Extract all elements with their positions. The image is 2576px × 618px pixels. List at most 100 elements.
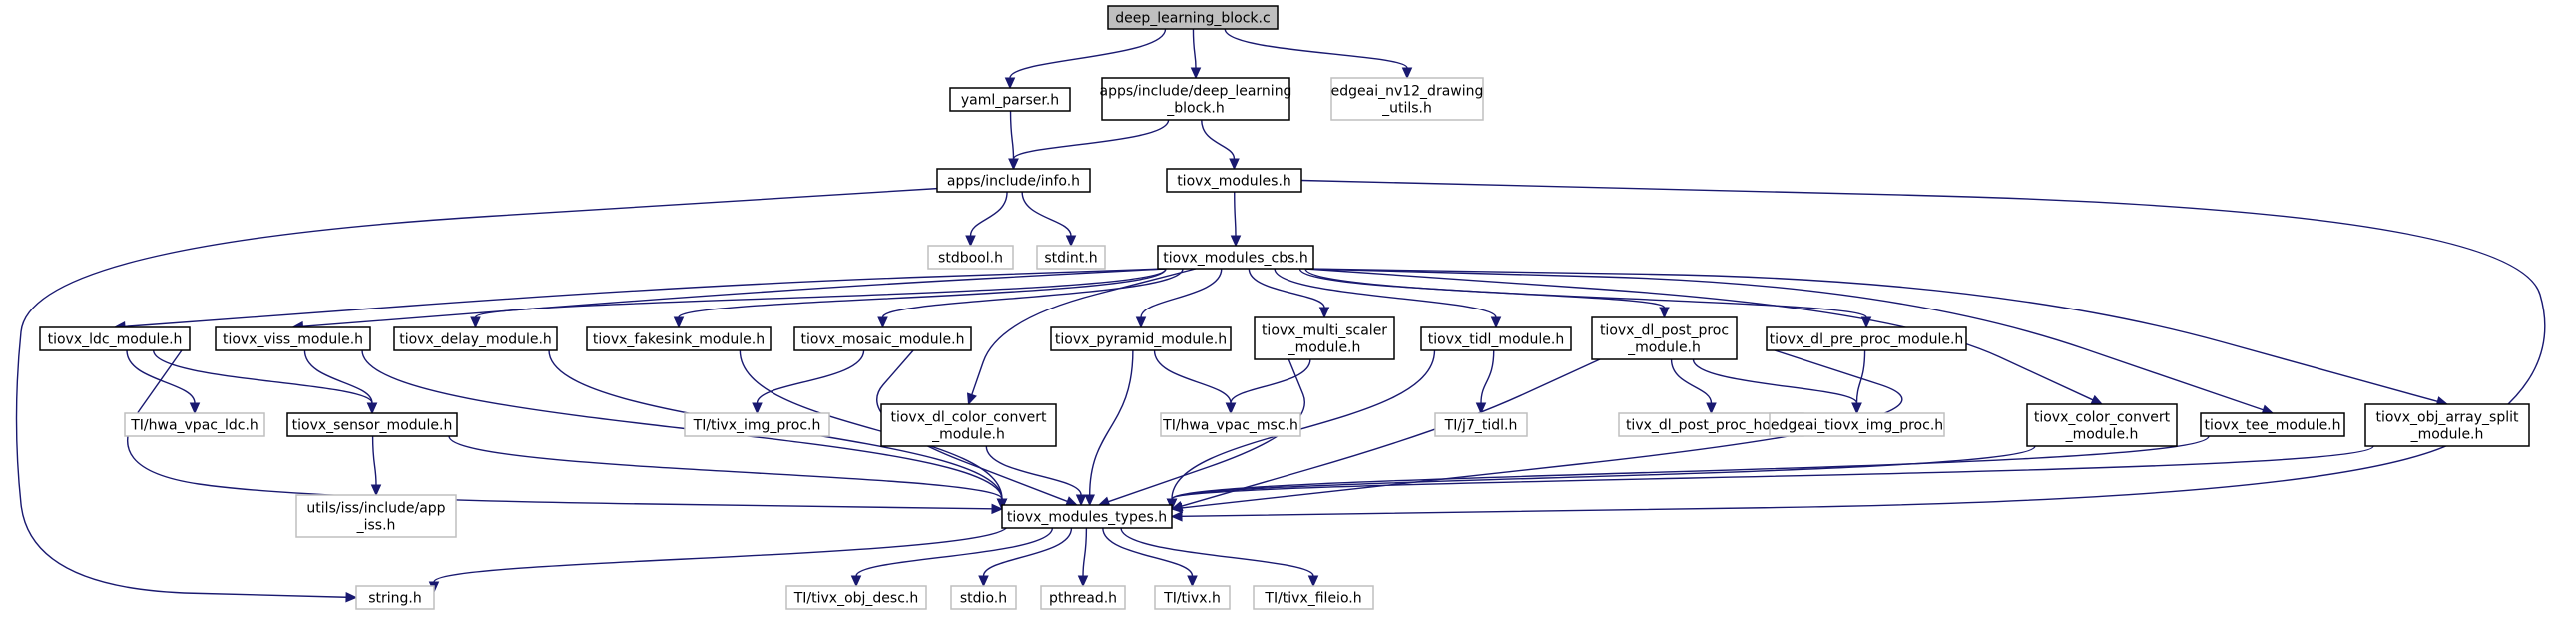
node-box [1769,412,1945,437]
node-tiovx-dl-post-proc-module-h[interactable]: tiovx_dl_post_proc_module.h [1591,316,1738,360]
edge-line [474,268,1167,318]
edge-line [1102,527,1194,577]
node-tiovx-sensor-module-h[interactable]: tiovx_sensor_module.h [286,412,458,437]
node-label: yaml_parser.h [961,93,1059,109]
edge-tiovx-sensor-module-h-to-tiovx-modules-types-h [448,435,1008,511]
node-tiovx-pyramid-module-h[interactable]: tiovx_pyramid_module.h [1050,326,1232,351]
node-box [949,87,1071,112]
edge-tiovx-viss-module-h-to-tiovx-sensor-module-h [303,349,378,415]
node-box [1050,326,1232,351]
node-yaml-parser-h[interactable]: yaml_parser.h [949,87,1071,112]
node-tiovx-dl-pre-proc-module-h[interactable]: tiovx_dl_pre_proc_module.h [1766,326,1967,351]
edge-tiovx-tee-module-h-to-tiovx-modules-types-h [1166,435,2210,511]
node-label: deep_learning_block.c [1115,11,1270,27]
edge-arrowhead [991,503,1004,515]
node-tiovx-modules-h[interactable]: tiovx_modules.h [1166,168,1302,193]
edge-tiovx-pyramid-module-h-to-ti-hwa-vpac-msc-h [1153,349,1237,415]
node-tiovx-delay-module-h[interactable]: tiovx_delay_module.h [393,326,558,351]
node-tiovx-viss-module-h[interactable]: tiovx_viss_module.h [215,326,371,351]
edge-line [448,435,1003,500]
node-edgeai-tiovx-img-proc-h: edgeai_tiovx_img_proc.h [1769,412,1945,437]
edge-line [302,268,1167,327]
node-box [1591,316,1738,360]
node-label: utils/iss/include/app [306,501,445,517]
edge-arrowhead [877,316,888,329]
edge-line [1274,268,1497,318]
node-label: tiovx_dl_color_convert [890,410,1047,426]
node-label: stdio.h [960,591,1007,607]
edge-line [1181,349,1903,509]
edge-line [739,349,1003,500]
edge-line [1670,358,1713,404]
edge-arrowhead [850,575,862,588]
node-apps-deep-learning-block-h[interactable]: apps/include/deep_learning_block.h [1100,77,1292,121]
node-box [39,326,191,351]
edge-line [1108,358,1305,503]
edge-arrowhead [1490,316,1502,329]
edge-line [1855,349,1866,404]
node-box [2364,403,2530,447]
node-label: tivx_dl_post_proc_host.h [1626,418,1797,434]
node-edgeai-nv12-drawing-utils-h: edgeai_nv12_drawing_utils.h [1330,77,1484,121]
node-box [1420,326,1572,351]
node-label: pthread.h [1049,591,1117,607]
node-label: tiovx_mosaic_module.h [801,332,965,348]
node-label: _module.h [2410,427,2484,443]
edge-line [985,445,1082,496]
node-box [1040,585,1126,610]
edge-deep-learning-block-c-to-apps-deep-learning-block-h [1190,28,1202,80]
edge-arrowhead [189,402,201,415]
node-ti-hwa-vpac-ldc-h: TI/hwa_vpac_ldc.h [124,412,265,437]
node-label: tiovx_modules_cbs.h [1163,251,1307,267]
node-tiovx-obj-array-split-module-h[interactable]: tiovx_obj_array_split_module.h [2364,403,2530,447]
node-label: apps/include/deep_learning [1100,84,1292,100]
node-stdint-h: stdint.h [1036,245,1106,270]
edge-apps-info-h-to-string-h [15,187,948,603]
edge-tiovx-dl-pre-proc-module-h-to-tiovx-modules-types-h [1170,349,1903,514]
edge-line [1153,349,1232,404]
node-tiovx-tee-module-h[interactable]: tiovx_tee_module.h [2200,412,2345,437]
edge-tiovx-ldc-module-h-to-ti-hwa-vpac-ldc-h [126,349,201,415]
node-box [286,412,458,437]
edge-line [1171,435,2210,500]
node-tiovx-multi-scaler-module-h[interactable]: tiovx_multi_scaler_module.h [1254,316,1395,360]
node-tiovx-ldc-module-h[interactable]: tiovx_ldc_module.h [39,326,191,351]
edge-tiovx-modules-types-h-to-ti-tivx-h [1102,527,1198,588]
node-label: TI/tivx_fileio.h [1264,591,1361,607]
node-tiovx-dl-color-convert-module-h[interactable]: tiovx_dl_color_convert_module.h [880,403,1057,447]
node-tiovx-tidl-module-h[interactable]: tiovx_tidl_module.h [1420,326,1572,351]
node-label: tiovx_ldc_module.h [48,332,183,348]
node-tiovx-color-convert-module-h[interactable]: tiovx_color_convert_module.h [2026,403,2178,447]
node-tiovx-modules-cbs-h[interactable]: tiovx_modules_cbs.h [1157,245,1314,270]
edge-tiovx-modules-cbs-h-to-tiovx-dl-color-convert-module-h [966,268,1197,406]
node-box [1166,168,1302,193]
edge-arrowhead [1084,494,1095,507]
node-label: tiovx_delay_module.h [399,332,552,348]
edge-line [1021,191,1072,237]
node-box [1253,585,1374,610]
node-box [215,326,371,351]
edge-line [881,268,1184,318]
edge-arrowhead [1170,511,1183,522]
node-tiovx-mosaic-module-h[interactable]: tiovx_mosaic_module.h [793,326,972,351]
edge-arrowhead [470,316,481,329]
edge-line [1089,349,1134,496]
node-label: tiovx_tee_module.h [2204,418,2340,434]
node-tiovx-modules-types-h[interactable]: tiovx_modules_types.h [1001,504,1173,529]
node-tiovx-fakesink-module-h[interactable]: tiovx_fakesink_module.h [586,326,772,351]
node-label: _iss.h [356,518,396,534]
node-label: edgeai_nv12_drawing [1331,84,1484,100]
node-ti-tivx-img-proc-h: TI/tivx_img_proc.h [684,412,830,437]
edge-line [1082,527,1088,577]
node-apps-info-h[interactable]: apps/include/info.h [936,168,1091,193]
node-box [1101,77,1290,121]
edge-line [1248,268,1325,309]
edge-apps-deep-learning-block-h-to-apps-info-h [1008,119,1170,171]
node-box [1766,326,1967,351]
node-box [684,412,830,437]
node-ti-tivx-h: TI/tivx.h [1154,585,1231,610]
edge-line [153,349,373,404]
node-label: TI/tivx_obj_desc.h [793,591,919,607]
node-label: _module.h [931,427,1005,443]
node-deep-learning-block-c[interactable]: deep_learning_block.c [1107,5,1279,30]
